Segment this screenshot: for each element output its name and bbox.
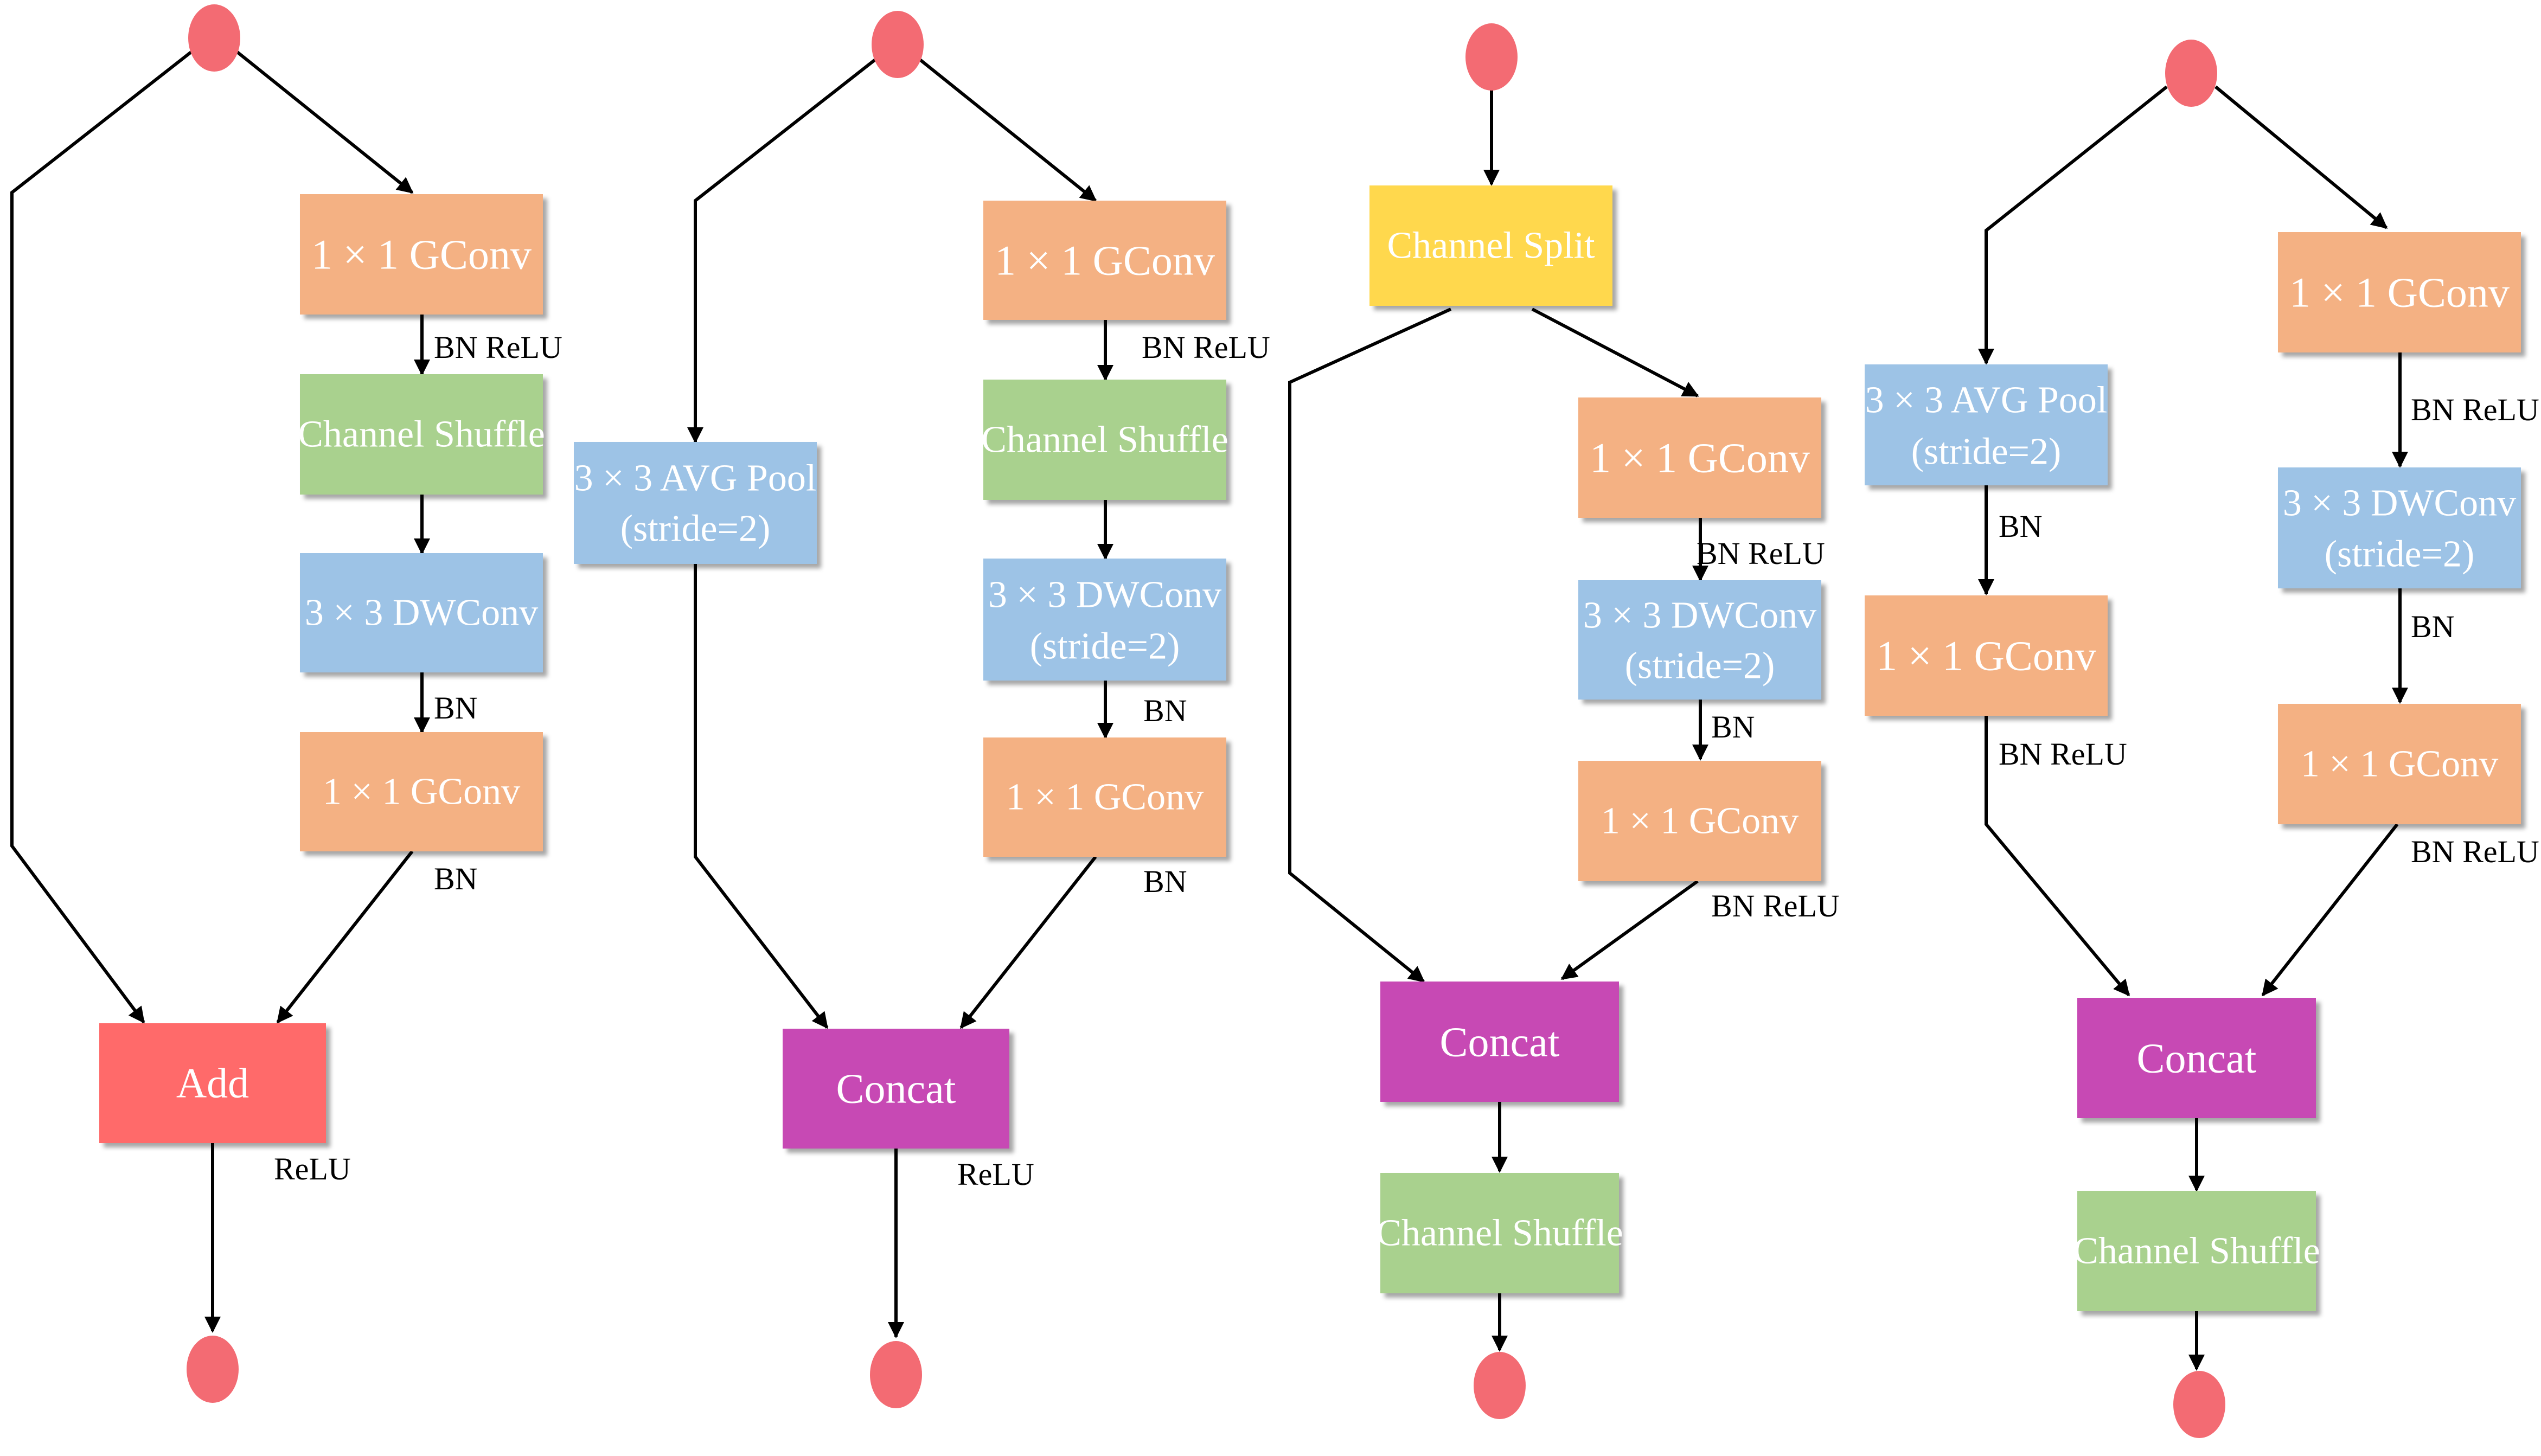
node-c1-label: 1 × 1 GConv [1590, 434, 1810, 482]
edge-d1-d5 [1985, 716, 2130, 997]
node-a1-label: 1 × 1 GConv [311, 231, 532, 278]
node-b1-gconv: 1 × 1 GConv [983, 201, 1226, 320]
label-d-bn-relu-1: BN ReLU [1999, 736, 2127, 772]
input-dot-b [872, 11, 924, 78]
input-dot-d [2165, 40, 2217, 107]
node-a5-label: Add [176, 1060, 249, 1107]
edge-d-in-d0 [1978, 85, 2168, 365]
node-a5-add: Add [99, 1023, 326, 1143]
edge-labels: BN ReLU BN BN ReLU BN ReLU BN BN ReLU BN… [274, 330, 2539, 1192]
label-d-bn-relu-3: BN ReLU [2411, 834, 2539, 869]
edge-a-skip [10, 47, 196, 1024]
edge-c0-c1 [1531, 307, 1699, 397]
node-d3-label-line1: 3 × 3 DWConv [2283, 483, 2516, 524]
edges [10, 47, 2408, 1371]
label-c-bn-relu-1: BN ReLU [1697, 536, 1825, 571]
node-b0-label-line1: 3 × 3 AVG Pool [574, 458, 817, 499]
label-d-bn: BN [1999, 509, 2043, 544]
node-d0-label-line2: (stride=2) [1911, 431, 2062, 473]
node-a4-label: 1 × 1 GConv [323, 771, 520, 813]
node-b2-channel-shuffle: Channel Shuffle [981, 380, 1228, 500]
edge-d-in-d2 [2214, 85, 2388, 229]
edge-b-skip [687, 55, 880, 444]
terminal-dots [187, 4, 2225, 1438]
label-a-bn-1: BN [434, 690, 478, 726]
node-c0-channel-split: Channel Split [1369, 185, 1612, 306]
node-c1-gconv: 1 × 1 GConv [1578, 397, 1821, 518]
input-dot-c [1465, 23, 1518, 91]
node-d6-channel-shuffle: Channel Shuffle [2073, 1191, 2320, 1311]
node-c4-concat: Concat [1380, 982, 1619, 1102]
node-c2-label-line2: (stride=2) [1625, 645, 1775, 687]
edge-b-in-b1 [916, 55, 1097, 202]
node-d5-concat: Concat [2077, 998, 2316, 1118]
node-c2-label-line1: 3 × 3 DWConv [1583, 595, 1816, 637]
label-b-bn-relu: BN ReLU [1142, 330, 1270, 365]
node-b1-label: 1 × 1 GConv [995, 237, 1215, 284]
label-d-bn-relu-2: BN ReLU [2411, 392, 2539, 427]
node-c3-label: 1 × 1 GConv [1601, 800, 1798, 842]
node-a3-label: 3 × 3 DWConv [305, 592, 538, 634]
output-dot-c [1474, 1352, 1526, 1419]
input-dot-a [188, 4, 240, 72]
node-d4-gconv: 1 × 1 GConv [2278, 704, 2521, 824]
node-d3-label-line2: (stride=2) [2325, 534, 2475, 575]
node-b5-concat: Concat [783, 1029, 1009, 1149]
edge-a4-a5 [276, 850, 414, 1024]
edge-b4-b5 [959, 856, 1097, 1029]
label-b-bn-2: BN [1143, 864, 1187, 899]
node-c0-label: Channel Split [1387, 225, 1595, 267]
edge-d4-d5 [2261, 823, 2399, 997]
node-b0-label-line2: (stride=2) [620, 508, 771, 550]
node-b0-avgpool: 3 × 3 AVG Pool (stride=2) [574, 442, 817, 564]
node-a2-label: Channel Shuffle [298, 414, 545, 456]
node-d3-dwconv: 3 × 3 DWConv (stride=2) [2278, 467, 2521, 588]
label-b-relu: ReLU [957, 1157, 1034, 1192]
label-d-bn-2: BN [2411, 609, 2455, 644]
label-c-bn: BN [1711, 709, 1755, 745]
node-d6-label: Channel Shuffle [2073, 1230, 2320, 1272]
node-a1-gconv: 1 × 1 GConv [300, 194, 543, 315]
nodes: 1 × 1 GConv Channel Shuffle 3 × 3 DWConv… [99, 185, 2521, 1311]
label-a-relu: ReLU [274, 1151, 351, 1186]
label-c-bn-relu-2: BN ReLU [1711, 888, 1840, 923]
edge-b0-b5 [694, 564, 829, 1029]
node-c5-channel-shuffle: Channel Shuffle [1376, 1173, 1623, 1293]
node-d0-avgpool: 3 × 3 AVG Pool (stride=2) [1865, 364, 2108, 485]
node-b5-label: Concat [836, 1065, 956, 1112]
node-b3-label-line1: 3 × 3 DWConv [988, 574, 1221, 616]
node-c4-label: Concat [1440, 1018, 1560, 1066]
node-a2-channel-shuffle: Channel Shuffle [298, 374, 545, 495]
node-d0-label-line1: 3 × 3 AVG Pool [1865, 380, 2108, 421]
label-a-bn-2: BN [434, 861, 478, 896]
node-d1-gconv: 1 × 1 GConv [1865, 595, 2108, 716]
node-d1-label: 1 × 1 GConv [1876, 632, 2096, 679]
output-dot-a [187, 1336, 239, 1403]
node-b3-dwconv: 3 × 3 DWConv (stride=2) [983, 559, 1226, 681]
node-b4-gconv: 1 × 1 GConv [983, 737, 1226, 857]
node-a4-gconv: 1 × 1 GConv [300, 732, 543, 851]
edge-c-skip [1288, 307, 1452, 983]
node-d4-label: 1 × 1 GConv [2301, 743, 2498, 785]
output-dot-b [870, 1341, 922, 1408]
node-c3-gconv: 1 × 1 GConv [1578, 761, 1821, 881]
node-d5-label: Concat [2137, 1035, 2257, 1082]
output-dot-d [2173, 1371, 2225, 1438]
node-a3-dwconv: 3 × 3 DWConv [300, 553, 543, 672]
node-b3-label-line2: (stride=2) [1030, 626, 1180, 668]
label-b-bn-1: BN [1143, 693, 1187, 728]
edge-c3-c4 [1560, 880, 1699, 980]
node-c5-label: Channel Shuffle [1376, 1213, 1623, 1254]
node-b4-label: 1 × 1 GConv [1006, 777, 1204, 818]
node-c2-dwconv: 3 × 3 DWConv (stride=2) [1578, 580, 1821, 700]
node-d2-gconv: 1 × 1 GConv [2278, 232, 2521, 352]
node-d2-label: 1 × 1 GConv [2289, 269, 2510, 316]
node-b2-label: Channel Shuffle [981, 419, 1228, 461]
label-a-bn-relu: BN ReLU [434, 330, 562, 365]
edge-a-in-a1 [232, 47, 414, 194]
